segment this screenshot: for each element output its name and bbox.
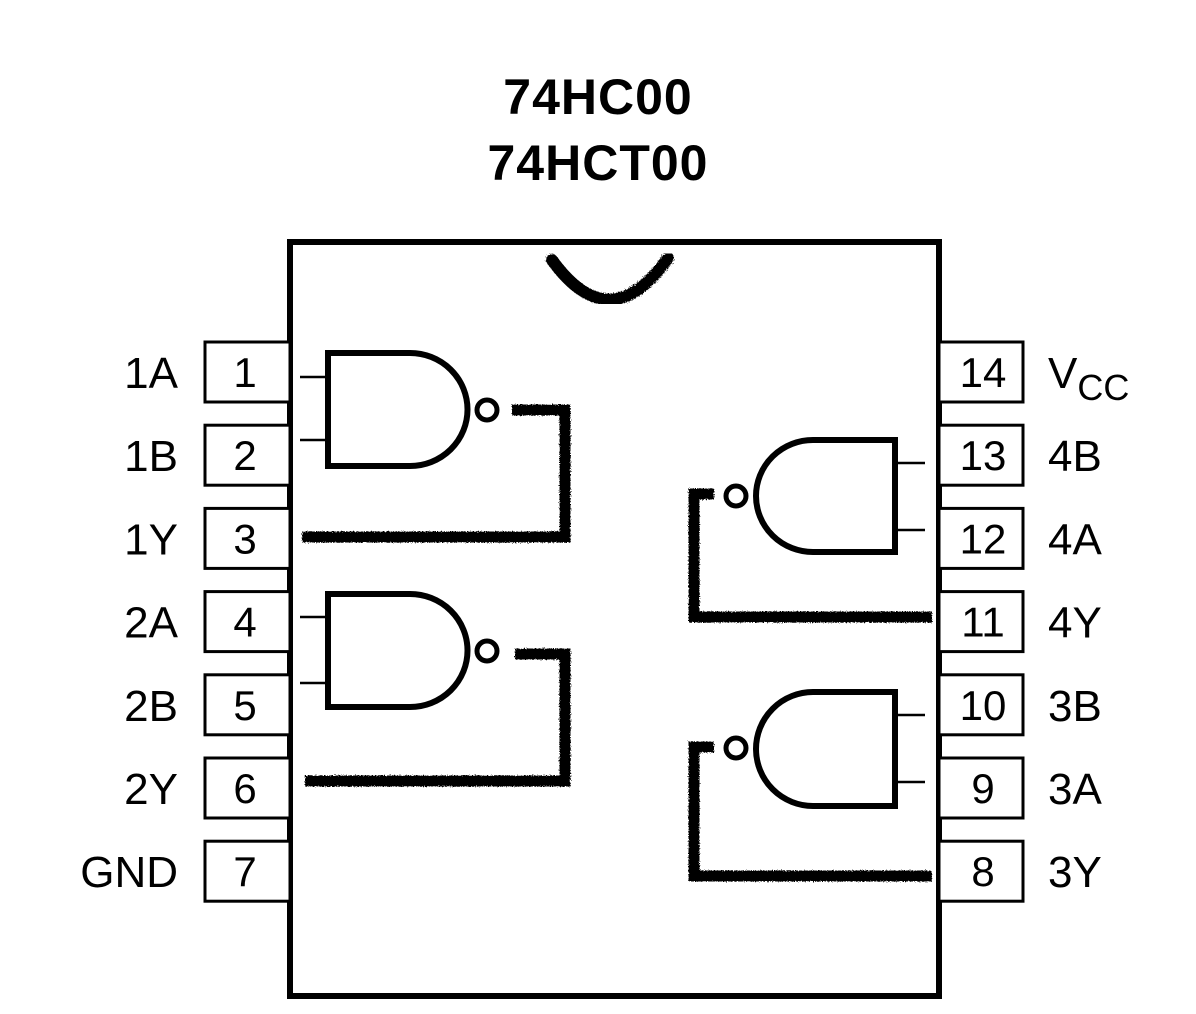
- pin-box: [937, 673, 1025, 737]
- pin-box: [937, 590, 1025, 654]
- gate-2-body: [325, 591, 471, 710]
- pin-3: 3 1Y: [124, 506, 292, 570]
- pin-number: 5: [233, 682, 256, 729]
- pin-number: 8: [971, 848, 994, 895]
- pin-9: 9 3A: [937, 756, 1102, 820]
- gate-4-output-wire: [688, 488, 932, 623]
- right-pin-column: 14 VCC 13 4B 12 4A 11 4Y 10 3B 9 3A 8 3Y: [937, 340, 1129, 903]
- pin-label: 3Y: [1048, 848, 1102, 897]
- gate-1-output-wire: [302, 404, 571, 543]
- left-pin-column: 1 1A 2 1B 3 1Y 4 2A 5 2B 6 2Y 7 GND: [80, 340, 292, 903]
- pin-label: 3A: [1048, 765, 1102, 814]
- pin-box: [203, 673, 292, 737]
- pin-box: [937, 506, 1025, 570]
- gate-3-body: [753, 689, 898, 809]
- pin-box: [937, 839, 1025, 903]
- pin-label-main: 3A: [1048, 765, 1102, 814]
- pin-number: 9: [971, 765, 994, 812]
- pin-label-main: 4A: [1048, 515, 1102, 564]
- pin-box: [203, 423, 292, 487]
- pin-number: 11: [961, 599, 1005, 646]
- pin-12: 12 4A: [937, 506, 1102, 570]
- pin-14: 14 VCC: [937, 340, 1129, 408]
- pin-7: 7 GND: [80, 839, 292, 903]
- pin-number: 14: [960, 349, 1007, 396]
- pin-label: VCC: [1048, 349, 1129, 408]
- pin-label: 1A: [124, 349, 178, 398]
- pin-box: [203, 340, 292, 404]
- pin-number: 6: [233, 765, 256, 812]
- pin-number: 3: [233, 515, 256, 562]
- pin-label: 2B: [124, 682, 178, 731]
- pin-box: [937, 756, 1025, 820]
- pin-2: 2 1B: [124, 423, 292, 487]
- pin-8: 8 3Y: [937, 839, 1102, 903]
- pin-label-subscript: CC: [1077, 367, 1129, 408]
- pin-box: [203, 756, 292, 820]
- pin-10: 10 3B: [937, 673, 1102, 737]
- pin-number: 7: [233, 848, 256, 895]
- gate-4-body: [753, 437, 898, 555]
- pin-label: 4A: [1048, 515, 1102, 564]
- pin-13: 13 4B: [937, 423, 1102, 487]
- pin-11: 11 4Y: [937, 590, 1102, 654]
- pin-number: 2: [233, 432, 256, 479]
- pin-number: 10: [960, 682, 1007, 729]
- nand-gate-3: [688, 689, 932, 882]
- pin-label-main: 3Y: [1048, 848, 1102, 897]
- pin-number: 12: [960, 515, 1007, 562]
- pin-1: 1 1A: [124, 340, 292, 404]
- pin-6: 6 2Y: [124, 756, 292, 820]
- pin-label: 2Y: [124, 765, 178, 814]
- pin-5: 5 2B: [124, 673, 292, 737]
- pin-label: GND: [80, 848, 178, 897]
- pin-number: 1: [233, 349, 256, 396]
- nand-gate-2: [300, 591, 571, 787]
- pin-box: [937, 423, 1025, 487]
- gate-1-body: [325, 350, 471, 469]
- pin-label: 1B: [124, 432, 178, 481]
- pin-box: [937, 340, 1025, 404]
- pin-label-main: 4B: [1048, 432, 1102, 481]
- pin-label: 4Y: [1048, 599, 1102, 648]
- pin-number: 13: [960, 432, 1007, 479]
- gate-3-output-wire: [688, 741, 932, 882]
- pin-label-main: V: [1048, 349, 1078, 398]
- pin-box: [203, 590, 292, 654]
- chip-title-74hc00: 74HC00: [503, 69, 693, 125]
- chip-title-74hct00: 74HCT00: [487, 135, 709, 191]
- pin-label: 3B: [1048, 682, 1102, 731]
- pin-label-main: 4Y: [1048, 599, 1102, 648]
- gate-1-inversion-bubble: [474, 397, 500, 423]
- nand-gate-4: [688, 437, 932, 623]
- pin-label-main: 3B: [1048, 682, 1102, 731]
- pin-4: 4 2A: [124, 590, 292, 654]
- gate-2-inversion-bubble: [474, 638, 500, 664]
- pin-label: 1Y: [124, 515, 178, 564]
- gate-2-output-wire: [305, 648, 571, 787]
- pin-box: [203, 839, 292, 903]
- pin-number: 4: [233, 599, 256, 646]
- orientation-notch: [546, 252, 674, 306]
- gate-3-inversion-bubble: [723, 735, 749, 761]
- nand-gate-1: [300, 350, 571, 543]
- pin-box: [203, 506, 292, 570]
- gate-4-inversion-bubble: [723, 483, 749, 509]
- pin-label: 2A: [124, 599, 178, 648]
- pin-label: 4B: [1048, 432, 1102, 481]
